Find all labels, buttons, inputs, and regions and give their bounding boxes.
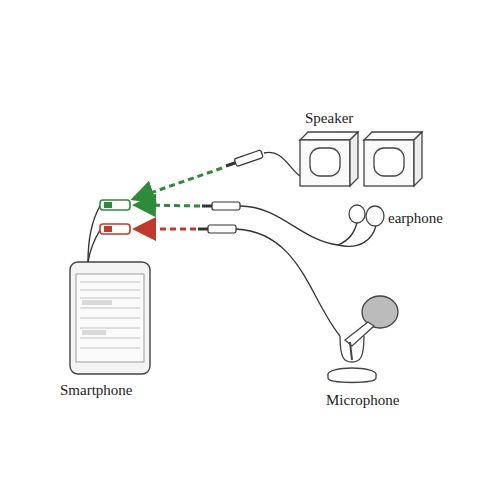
- microphone-arrow: [138, 228, 196, 231]
- speaker-arrow: [136, 168, 222, 198]
- smartphone-figure: [70, 262, 150, 374]
- plugs: [198, 150, 263, 233]
- earphone-arrow: [138, 205, 200, 206]
- speaker-label: Speaker: [305, 110, 353, 127]
- earphone-figure: [349, 205, 384, 226]
- earphone-label: earphone: [388, 210, 443, 227]
- splitter-jacks: [100, 200, 130, 234]
- speaker-figure: [300, 132, 422, 186]
- smartphone-label: Smartphone: [60, 382, 133, 399]
- microphone-figure: [328, 296, 398, 383]
- microphone-label: Microphone: [326, 392, 399, 409]
